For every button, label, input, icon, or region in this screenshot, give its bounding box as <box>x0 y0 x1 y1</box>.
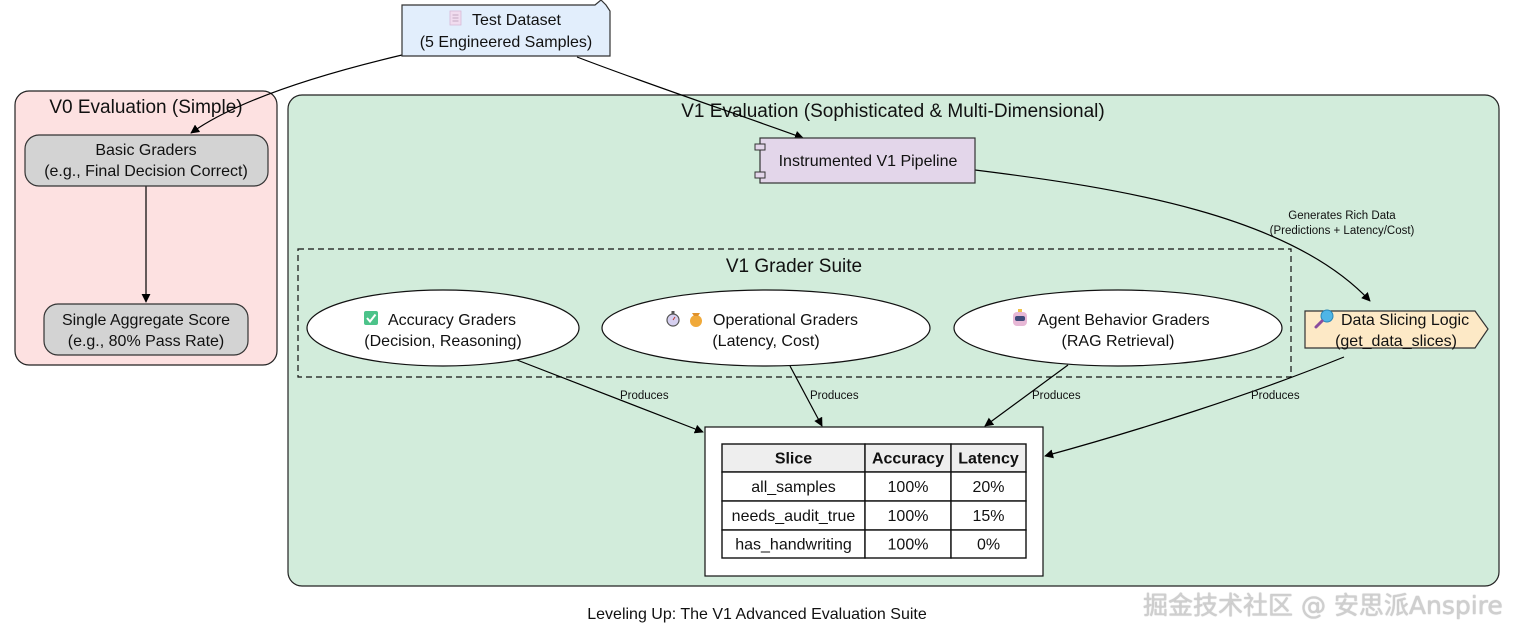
edge-dataset-to-basic-graders <box>190 54 403 134</box>
edge-label-produces: Produces <box>1032 390 1081 402</box>
table-cell-text: has_handwriting <box>735 537 852 554</box>
grader-suite-title: V1 Grader Suite <box>726 256 862 277</box>
test-dataset-node[interactable]: Test Dataset (5 Engineered Samples) <box>401 0 611 57</box>
table-cell <box>950 500 1027 531</box>
operational-graders-node[interactable]: Operational Graders (Latency, Cost) <box>601 289 931 367</box>
v1-cluster-title: V1 Evaluation (Sophisticated & Multi-Dim… <box>681 101 1104 122</box>
edge-label-produces: Produces <box>1251 390 1300 402</box>
table-cell <box>721 529 866 559</box>
edge-operational-to-table <box>789 365 823 427</box>
table-cell-text: 20% <box>972 479 1004 496</box>
table-cell-text: all_samples <box>751 479 835 496</box>
edge-agent-to-table <box>984 364 1069 427</box>
basic-graders-subtitle: (e.g., Final Decision Correct) <box>44 163 248 180</box>
table-cell <box>864 500 952 531</box>
table-header-text: Accuracy <box>872 451 944 468</box>
edge-label-generates-rich-data: Generates Rich Data <box>1288 210 1396 222</box>
check-box-icon <box>364 311 378 325</box>
money-bag-icon <box>690 313 702 327</box>
slicing-logic-subtitle: (get_data_slices) <box>1335 333 1457 350</box>
aggregate-score-subtitle: (e.g., 80% Pass Rate) <box>68 333 225 350</box>
table-cell-text: 15% <box>972 508 1004 525</box>
agent-graders-subtitle: (RAG Retrieval) <box>1062 333 1175 350</box>
dataset-subtitle: (5 Engineered Samples) <box>420 34 593 51</box>
edge-label-predictions-latency-cost: (Predictions + Latency/Cost) <box>1270 225 1415 237</box>
edge-dataset-to-pipeline <box>576 56 804 140</box>
basic-graders-node[interactable]: Basic Graders (e.g., Final Decision Corr… <box>24 134 269 187</box>
accuracy-graders-subtitle: (Decision, Reasoning) <box>364 333 521 350</box>
table-cell-text: 100% <box>888 508 929 525</box>
pipeline-label: Instrumented V1 Pipeline <box>779 153 958 170</box>
instrumented-pipeline-node[interactable]: Instrumented V1 Pipeline <box>754 137 976 184</box>
diagram-caption: Leveling Up: The V1 Advanced Evaluation … <box>587 606 927 623</box>
table-cell-text: needs_audit_true <box>732 508 856 525</box>
operational-graders-title: Operational Graders <box>713 312 858 329</box>
operational-graders-subtitle: (Latency, Cost) <box>712 333 819 350</box>
table-header-text: Slice <box>775 451 812 468</box>
slicing-logic-title: Data Slicing Logic <box>1341 312 1469 329</box>
table-cell <box>721 500 866 531</box>
v1-grader-suite-cluster: V1 Grader Suite <box>297 248 1292 378</box>
aggregate-score-title: Single Aggregate Score <box>62 312 230 329</box>
edge-accuracy-to-table <box>516 359 704 434</box>
results-table: Slice Accuracy Latency all_samples 100% 20% ne… <box>721 443 1027 559</box>
edge-label-produces: Produces <box>810 390 859 402</box>
table-cell-text: 100% <box>888 537 929 554</box>
table-cell-text: 0% <box>977 537 1000 554</box>
table-cell <box>950 471 1027 502</box>
agent-graders-title: Agent Behavior Graders <box>1038 312 1210 329</box>
table-cell <box>950 529 1027 559</box>
edge-pipeline-to-slicing <box>974 169 1371 302</box>
table-cell-text: 100% <box>888 479 929 496</box>
stopwatch-icon <box>666 311 680 327</box>
magnifier-icon <box>1314 309 1334 329</box>
agent-behavior-graders-node[interactable]: Agent Behavior Graders (RAG Retrieval) <box>953 289 1283 367</box>
basic-graders-title: Basic Graders <box>95 142 196 159</box>
edges <box>141 54 1371 459</box>
table-header-text: Latency <box>958 451 1019 468</box>
edge-slicing-to-table <box>1044 356 1345 459</box>
dataset-title: Test Dataset <box>472 12 561 29</box>
table-header-cell <box>721 443 866 473</box>
aggregate-score-node[interactable]: Single Aggregate Score (e.g., 80% Pass R… <box>43 303 249 356</box>
accuracy-graders-node[interactable]: Accuracy Graders (Decision, Reasoning) <box>306 289 580 367</box>
robot-icon <box>1013 309 1027 326</box>
table-header-cell <box>950 443 1027 473</box>
document-icon <box>449 10 462 26</box>
results-table-node: Slice Accuracy Latency all_samples 100% 20% ne… <box>704 426 1044 577</box>
v0-cluster-title: V0 Evaluation (Simple) <box>49 97 242 118</box>
accuracy-graders-title: Accuracy Graders <box>388 312 516 329</box>
edge-label-produces: Produces <box>620 390 669 402</box>
data-slicing-logic-node[interactable]: Data Slicing Logic (get_data_slices) <box>1304 309 1489 350</box>
watermark: 掘金技术社区 @ 安思派Anspire <box>1143 591 1503 620</box>
